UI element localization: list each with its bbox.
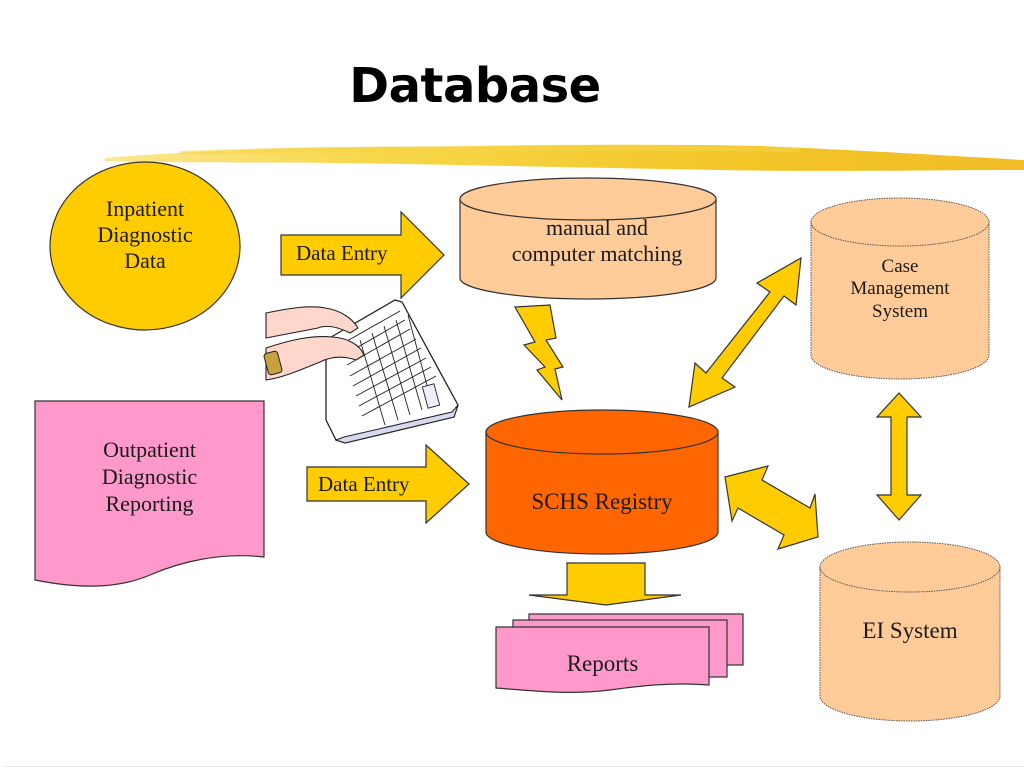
outpatient-line-1: Outpatient [103,437,196,462]
case-mgmt-line-2: Management [850,278,950,300]
case-management-label: Case Management System [811,256,989,323]
inpatient-line-2: Diagnostic [97,221,193,247]
inpatient-label: Inpatient Diagnostic Data [60,196,230,274]
lightning-icon [513,304,564,401]
title-underline-brush [105,144,1024,171]
matching-line-2: computer matching [511,240,683,266]
inpatient-line-3: Data [124,247,166,273]
reports-multi-document [495,613,744,693]
outpatient-line-2: Diagnostic [101,463,198,489]
page-title: Database [349,58,601,114]
registry-label: SCHS Registry [531,489,673,514]
matching-label: manual and computer matching [460,215,734,267]
arrow-registry-case-management [688,256,802,408]
case-mgmt-line-1: Case [881,256,919,277]
footer-divider [4,766,1024,767]
arrow-case-management-ei-system [875,392,923,521]
outpatient-node-document [34,400,265,587]
matching-line-1: manual and [545,215,649,240]
inpatient-node-ellipse [49,161,241,331]
case-mgmt-line-3: System [872,300,928,322]
case-management-cylinder [810,197,990,380]
reports-label: Reports [566,651,639,676]
data-entry-arrow-bottom [306,443,470,525]
keyboard-icon [263,299,459,444]
registry-cylinder [485,409,719,555]
ei-system-cylinder [819,541,1001,722]
outpatient-label: Outpatient Diagnostic Reporting [35,437,264,517]
arrow-registry-reports [528,562,682,606]
ei-system-label: EI System [862,618,958,643]
arrow-registry-ei-system [724,465,819,550]
inpatient-line-1: Inpatient [105,196,185,221]
outpatient-line-3: Reporting [105,490,194,516]
data-entry-bottom-label: Data Entry [318,472,410,496]
data-entry-top-label: Data Entry [296,241,388,265]
matching-cylinder [459,177,717,300]
data-entry-arrow-top [280,210,445,300]
